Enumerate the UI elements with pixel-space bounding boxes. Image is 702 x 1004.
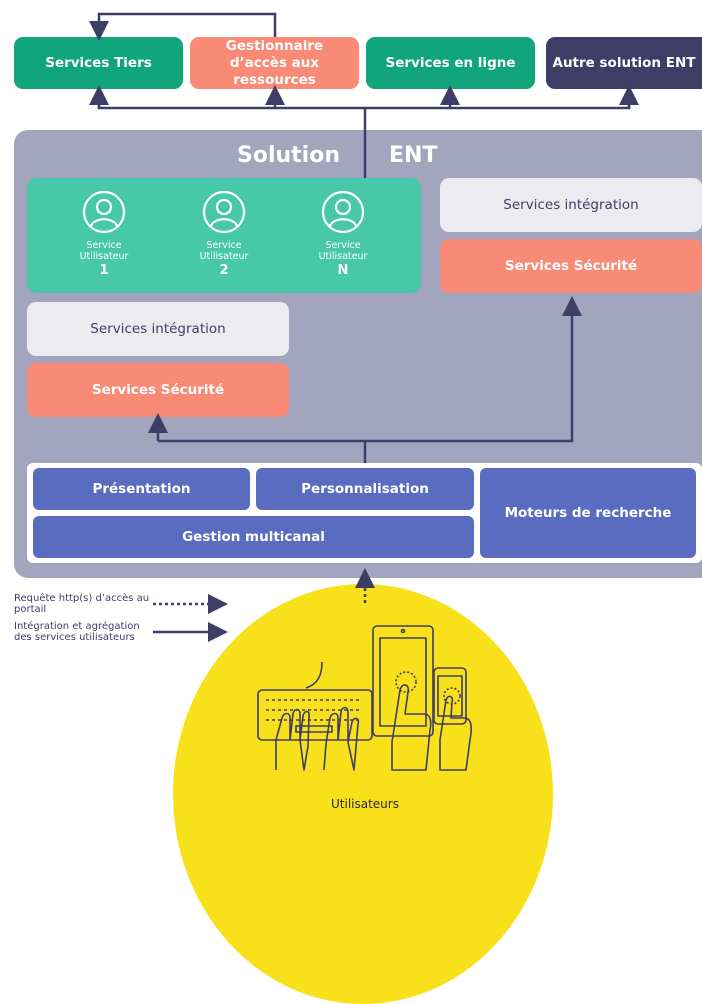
left-services-securite-label: Services Sécurité (91, 382, 225, 398)
hands-icon (275, 684, 472, 771)
touch-ripples-icon (395, 671, 461, 705)
left-services-integration: Services intégration (27, 302, 289, 356)
user-circle-icon (321, 190, 365, 234)
top-bus-line (97, 102, 631, 110)
service-utilisateur-2-label: Service Utilisateur (199, 240, 249, 262)
phone-icon (433, 667, 467, 725)
service-utilisateur-2-number: 2 (219, 263, 229, 278)
service-utilisateur-n-number: N (337, 263, 349, 278)
right-services-securite-label: Services Sécurité (504, 258, 638, 274)
services-en-ligne-box: Services en ligne (366, 37, 535, 89)
right-services-integration-label: Services intégration (503, 197, 639, 213)
connectors-layer (89, 12, 639, 771)
services-tiers-box: Services Tiers (14, 37, 183, 89)
utilisateurs-label: Utilisateurs (331, 797, 399, 811)
devices-illustration (257, 625, 472, 771)
ent-title-left: Solution (237, 143, 340, 168)
gestion-multicanal-box: Gestion multicanal (33, 516, 474, 558)
gestionnaire-acces-box: Gestionnaire d’accès aux ressources (190, 37, 359, 89)
service-utilisateur-n: Service Utilisateur N (303, 189, 383, 280)
autre-solution-ent-label: Autre solution ENT (552, 54, 696, 71)
right-services-integration: Services intégration (440, 178, 702, 232)
left-services-integration-label: Services intégration (90, 321, 226, 337)
legend-dotted-label: Requête http(s) d’accès au portail (14, 593, 150, 615)
presentation-box: Présentation (33, 468, 250, 510)
tablet-icon (372, 625, 434, 737)
personnalisation-label: Personnalisation (301, 481, 429, 497)
moteurs-recherche-label: Moteurs de recherche (504, 505, 672, 521)
user-circle-icon (82, 190, 126, 234)
gestion-multicanal-label: Gestion multicanal (182, 529, 325, 545)
service-utilisateur-1-label: Service Utilisateur (79, 240, 129, 262)
gestionnaire-acces-label: Gestionnaire d’accès aux ressources (225, 37, 324, 88)
legend-solid-label: Intégration et agrégation des services u… (14, 621, 140, 643)
keyboard-icon (257, 661, 373, 741)
arrow-right-securite (158, 296, 582, 443)
personnalisation-box: Personnalisation (256, 468, 474, 510)
presentation-label: Présentation (92, 481, 191, 497)
service-utilisateur-1: Service Utilisateur 1 (64, 189, 144, 280)
loop-arrow (89, 12, 277, 41)
ent-title-right: ENT (389, 143, 438, 168)
services-tiers-label: Services Tiers (45, 54, 152, 71)
moteurs-recherche-box: Moteurs de recherche (480, 468, 696, 558)
service-utilisateur-n-label: Service Utilisateur (318, 240, 368, 262)
user-circle-icon (202, 190, 246, 234)
left-services-securite: Services Sécurité (27, 363, 289, 417)
autre-solution-ent-box: Autre solution ENT (546, 37, 702, 89)
right-services-securite: Services Sécurité (440, 239, 702, 293)
services-en-ligne-label: Services en ligne (385, 54, 516, 71)
service-utilisateur-1-number: 1 (99, 263, 109, 278)
service-utilisateur-2: Service Utilisateur 2 (184, 189, 264, 280)
